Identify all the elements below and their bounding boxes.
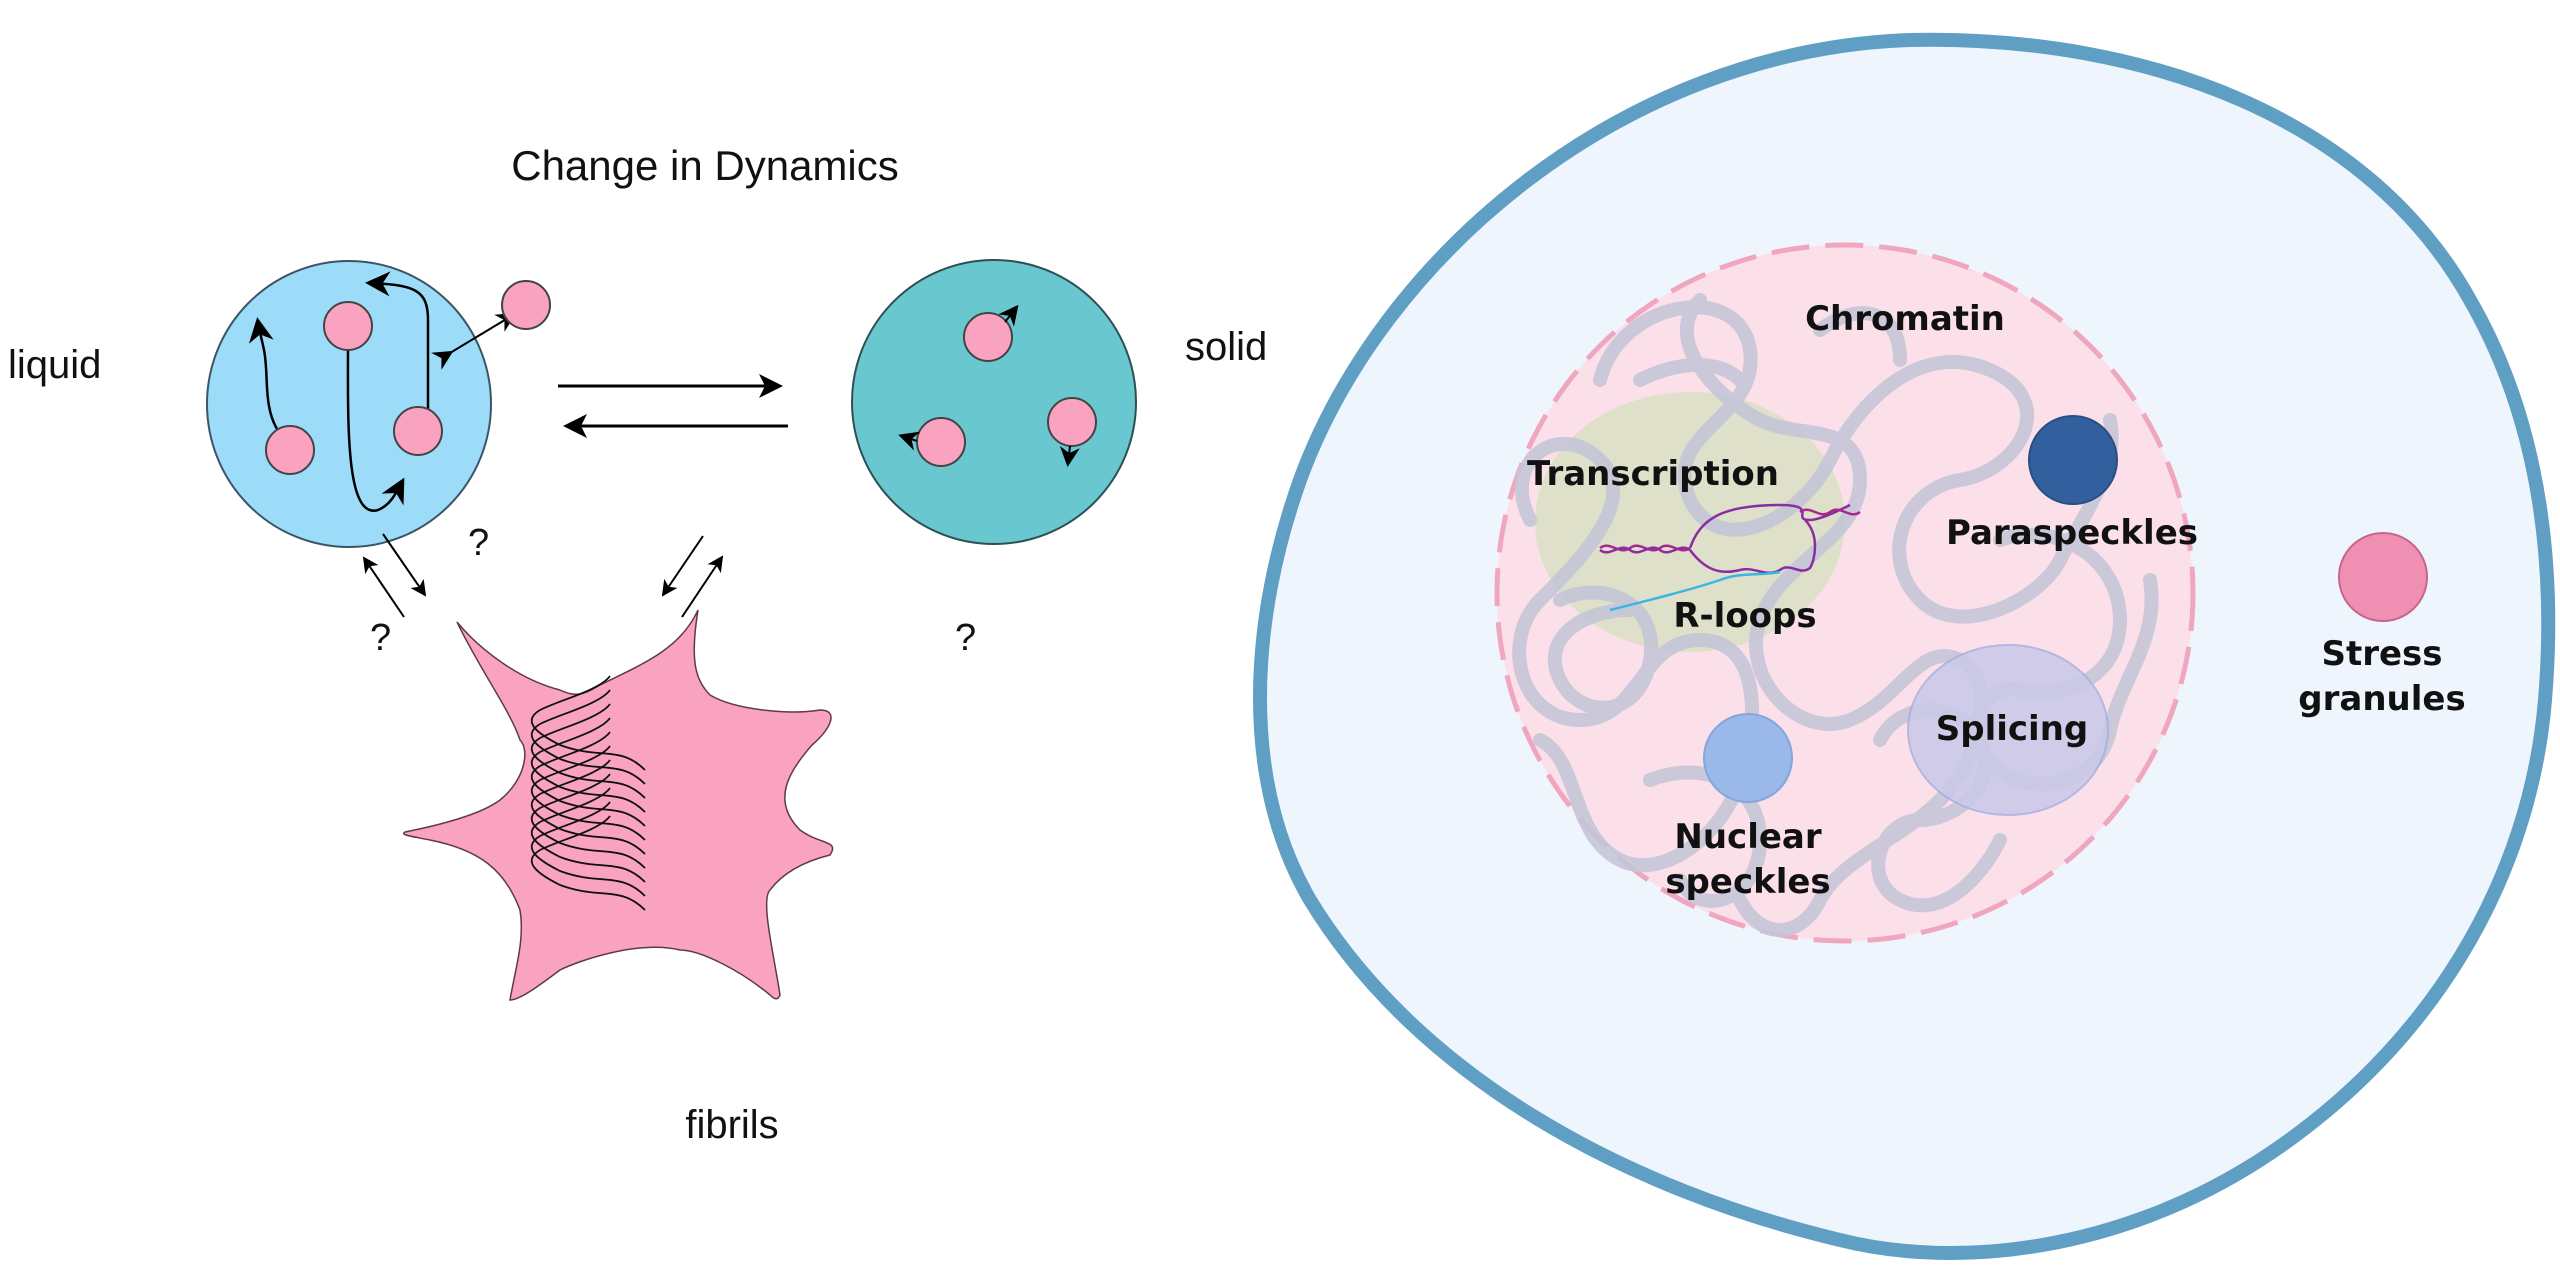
cell [1253, 32, 2556, 1260]
vibration-arrow [1059, 445, 1080, 467]
vibration-arrow [998, 304, 1019, 327]
splicing-label: Splicing [1936, 709, 2089, 749]
paraspeckle [2028, 415, 2118, 505]
fibril-aggregate-body [403, 609, 834, 1001]
stress-granules-label: Stress [2321, 634, 2442, 674]
solid-label: solid [1185, 325, 1267, 369]
fibril-strands [530, 675, 646, 911]
panel-title: Change in Dynamics [511, 142, 899, 189]
protein-particle-outside [501, 280, 551, 330]
r-loops-label: R-loops [1673, 596, 1816, 636]
r-loop-dna [1599, 503, 1861, 612]
splicing-zone [1907, 644, 2109, 816]
protein-particle [916, 417, 966, 467]
fibrils-label: fibrils [685, 1103, 778, 1147]
nuclear-speckle [1703, 713, 1793, 803]
liquid-label: liquid [8, 343, 101, 387]
solid-droplet-body [851, 259, 1137, 545]
paraspeckles-label: Paraspeckles [1946, 513, 2198, 553]
liquid-droplet [206, 260, 551, 548]
solid-droplet [851, 259, 1137, 545]
unknown-marker: ? [955, 617, 976, 659]
movement-arrow [365, 271, 430, 410]
stress-granule [2338, 532, 2428, 622]
protein-particle [393, 406, 443, 456]
unknown-marker: ? [468, 522, 489, 564]
arrow-solid-to-fibrils [661, 535, 704, 597]
arrow-liquid-to-fibrils [382, 533, 427, 597]
nuclear-speckles-label: speckles [1665, 862, 1830, 902]
arrow-fibrils-to-solid [681, 555, 724, 618]
nuclear-speckles-label: Nuclear [1674, 817, 1821, 857]
stress-granules-label: granules [2298, 679, 2465, 719]
protein-particle [265, 425, 315, 475]
arrow-fibrils-to-liquid [362, 556, 405, 618]
movement-arrow [248, 317, 291, 445]
protein-particle [1047, 397, 1097, 447]
chromatin-label: Chromatin [1805, 299, 2005, 339]
fibril-aggregate [403, 609, 834, 1001]
protein-particle [963, 312, 1013, 362]
exchange-arrow [431, 312, 517, 370]
protein-particle [323, 301, 373, 351]
movement-arrow [346, 339, 405, 512]
unknown-marker: ? [370, 617, 391, 659]
vibration-arrow [898, 431, 921, 451]
transcription-label: Transcription [1527, 454, 1779, 494]
transcription-zone [1535, 392, 1845, 652]
